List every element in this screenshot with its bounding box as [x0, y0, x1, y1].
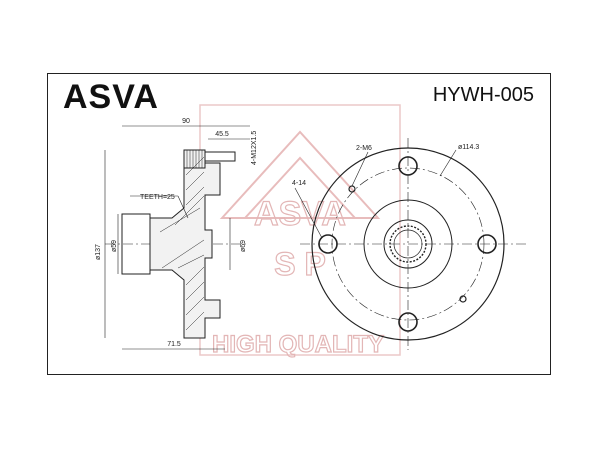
- dim-overall-length: 90: [182, 118, 190, 125]
- wheel-stud: [204, 151, 236, 162]
- pilot-circle: [363, 199, 453, 289]
- side-view-labels: 90 45.5 4-M12X1.5 TEETH=25 ø137 ø59 ø69 …: [95, 118, 258, 348]
- section-hatching: [159, 156, 205, 331]
- stud-hole-left: [318, 234, 338, 254]
- watermark: ASVA S P HIGH QUALITY: [199, 104, 401, 359]
- front-view-labels: 2-M6 ø114.3 4-14: [292, 144, 479, 187]
- watermark-logo: [219, 130, 381, 219]
- hub-section-outline: [149, 149, 221, 339]
- screw-hole-lower: [459, 295, 467, 303]
- brand-logo-text: ASVA: [63, 78, 159, 116]
- stud-head: [183, 149, 206, 169]
- bolt-circle: [331, 167, 485, 321]
- leader-bolt-circle: [439, 149, 457, 177]
- dim-spline-teeth: TEETH=25: [140, 194, 175, 201]
- watermark-logo-inner: [244, 156, 356, 219]
- hub-bore-circle: [383, 219, 433, 269]
- side-view: [104, 125, 250, 350]
- leader-screw: [351, 151, 369, 187]
- part-number: HYWH-005: [432, 84, 534, 106]
- watermark-brand: ASVA: [254, 195, 346, 233]
- drawing-frame: [47, 73, 551, 375]
- hub-sleeve-outline: [121, 213, 151, 275]
- watermark-tagline: HIGH QUALITY: [212, 331, 384, 358]
- leader-stud: [294, 187, 323, 239]
- front-view: [294, 138, 528, 350]
- dim-flange-diameter: ø137: [95, 244, 102, 260]
- dim-screw-holes: 2-M6: [356, 145, 372, 152]
- dim-stud-offset: 45.5: [215, 131, 229, 138]
- dim-stud-holes: 4-14: [292, 180, 306, 187]
- stud-hole-bottom: [398, 312, 418, 332]
- dim-bolt-circle: ø114.3: [458, 144, 479, 151]
- spline-inner-circle: [393, 229, 423, 259]
- dim-pilot-diameter: ø69: [240, 240, 247, 252]
- spline-circle: [389, 225, 427, 263]
- dim-body-length: 71.5: [167, 341, 181, 348]
- dim-stud-thread: 4-M12X1.5: [251, 131, 258, 165]
- stud-hole-right: [477, 234, 497, 254]
- dim-bore-diameter: ø59: [111, 240, 118, 252]
- stud-hole-top: [398, 156, 418, 176]
- flange-outer-circle: [311, 147, 505, 341]
